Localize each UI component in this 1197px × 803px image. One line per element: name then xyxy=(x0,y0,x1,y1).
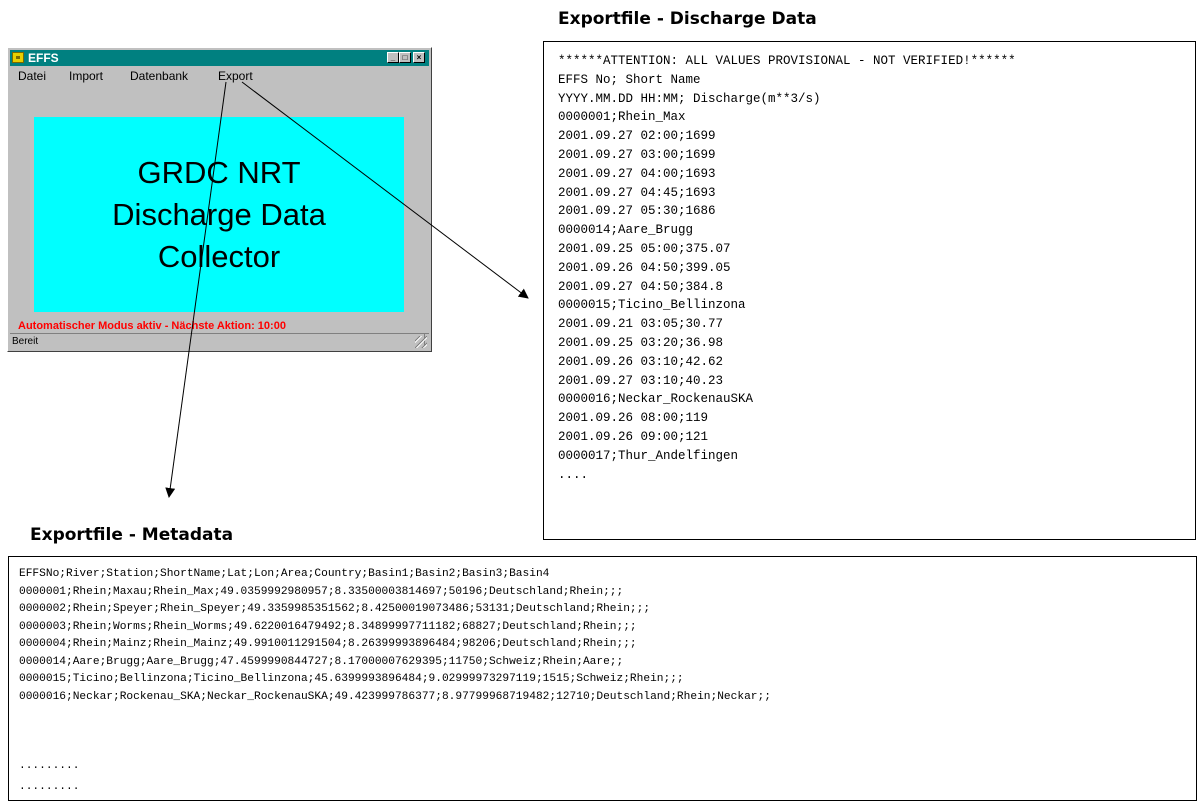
maximize-button[interactable]: □ xyxy=(399,52,411,63)
discharge-line: 0000015;Ticino_Bellinzona xyxy=(558,298,746,313)
ellipsis-line: ......... xyxy=(19,781,80,793)
discharge-line: 2001.09.25 05:00;375.07 xyxy=(558,241,731,256)
metadata-line: 0000004;Rhein;Mainz;Rhein_Mainz;49.99100… xyxy=(19,638,637,650)
discharge-line: .... xyxy=(558,467,589,482)
resize-grip-icon[interactable] xyxy=(415,336,427,348)
discharge-line: 2001.09.27 05:30;1686 xyxy=(558,204,716,219)
metadata-line: 0000002;Rhein;Speyer;Rhein_Speyer;49.335… xyxy=(19,603,651,615)
discharge-line: ******ATTENTION: ALL VALUES PROVISIONAL … xyxy=(558,54,1016,68)
menu-datenbank[interactable]: Datenbank xyxy=(130,69,189,83)
discharge-line: 2001.09.21 03:05;30.77 xyxy=(558,317,724,332)
arrow-to-discharge xyxy=(241,81,529,299)
discharge-line: 0000014;Aare_Brugg xyxy=(558,223,694,238)
discharge-line: YYYY.MM.DD HH:MM; Discharge(m**3/s) xyxy=(558,91,821,106)
discharge-line: 2001.09.27 03:10;40.23 xyxy=(558,373,724,388)
status-bar: Bereit xyxy=(10,333,429,349)
metadata-line: 0000001;Rhein;Maxau;Rhein_Max;49.0359992… xyxy=(19,585,624,598)
metadata-line: EFFSNo;River;Station;ShortName;Lat;Lon;A… xyxy=(19,568,550,580)
metadata-line: 0000015;Ticino;Bellinzona;Ticino_Bellinz… xyxy=(19,673,684,685)
metadata-title: Exportfile - Metadata xyxy=(30,525,234,545)
discharge-line: 0000001;Rhein_Max xyxy=(558,110,686,125)
discharge-line: 2001.09.26 03:10;42.62 xyxy=(558,354,724,369)
metadata-ellipsis: .................. xyxy=(19,756,79,798)
discharge-line: 2001.09.27 02:00;1699 xyxy=(558,129,716,144)
metadata-line: 0000003;Rhein;Worms;Rhein_Worms;49.62200… xyxy=(19,620,637,633)
effs-window: EFFS _ □ × Datei Import Datenbank Export… xyxy=(7,47,432,352)
arrow-to-metadata xyxy=(165,81,227,498)
menu-datei[interactable]: Datei xyxy=(18,69,47,83)
metadata-line: 0000014;Aare;Brugg;Aare_Brugg;47.4599990… xyxy=(19,655,624,668)
metadata-lines: EFFSNo;River;Station;ShortName;Lat;Lon;A… xyxy=(19,566,771,706)
discharge-line: 2001.09.27 03:00;1699 xyxy=(558,147,716,162)
menu-export[interactable]: Export xyxy=(218,69,253,83)
window-titlebar[interactable]: EFFS _ □ × xyxy=(10,50,429,66)
discharge-line: 2001.09.26 04:50;399.05 xyxy=(558,260,731,275)
discharge-line: 0000017;Thur_Andelfingen xyxy=(558,448,739,463)
discharge-file-box: ******ATTENTION: ALL VALUES PROVISIONAL … xyxy=(543,41,1196,540)
discharge-lines: ******ATTENTION: ALL VALUES PROVISIONAL … xyxy=(558,52,1016,484)
app-icon xyxy=(12,52,24,63)
discharge-title: Exportfile - Discharge Data xyxy=(558,9,817,29)
discharge-line: 2001.09.25 03:20;36.98 xyxy=(558,335,724,350)
discharge-line: 2001.09.27 04:45;1693 xyxy=(558,185,716,200)
metadata-file-box: EFFSNo;River;Station;ShortName;Lat;Lon;A… xyxy=(8,556,1197,801)
auto-mode-status: Automatischer Modus aktiv - Nächste Akti… xyxy=(18,320,286,332)
discharge-line: 2001.09.27 04:50;384.8 xyxy=(558,279,724,294)
metadata-line: 0000016;Neckar;Rockenau_SKA;Neckar_Rocke… xyxy=(19,690,771,703)
discharge-line: 2001.09.26 08:00;119 xyxy=(558,411,709,426)
ellipsis-line: ......... xyxy=(19,760,80,772)
discharge-line: 0000016;Neckar_RockenauSKA xyxy=(558,392,754,407)
menu-import[interactable]: Import xyxy=(69,69,104,83)
close-button[interactable]: × xyxy=(413,52,425,63)
display-line: Discharge Data xyxy=(112,196,326,232)
display-line: Collector xyxy=(157,238,281,274)
minimize-button[interactable]: _ xyxy=(387,52,399,63)
discharge-line: 2001.09.27 04:00;1693 xyxy=(558,166,716,181)
display-line: GRDC NRT xyxy=(137,154,301,190)
discharge-line: EFFS No; Short Name xyxy=(558,72,701,87)
window-title: EFFS xyxy=(28,51,59,65)
discharge-line: 2001.09.26 09:00;121 xyxy=(558,429,709,444)
collector-display: GRDC NRT Discharge Data Collector xyxy=(34,117,404,312)
